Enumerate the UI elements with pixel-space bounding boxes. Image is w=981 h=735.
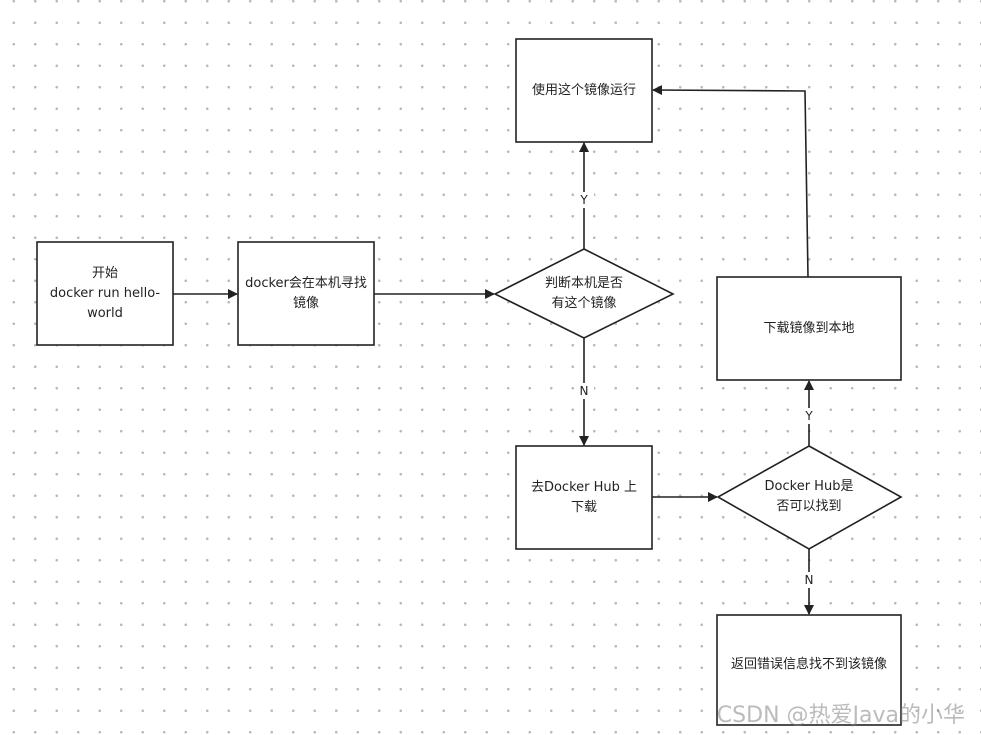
label-check-hub: Docker Hub是否可以找到 xyxy=(764,479,854,514)
label-run-image: 使用这个镜像运行 xyxy=(531,82,636,98)
node-search-local[interactable] xyxy=(237,241,375,346)
node-return-error[interactable] xyxy=(716,614,902,726)
label-pull-hub: 去Docker Hub 上下载 xyxy=(530,479,638,515)
node-download-local[interactable] xyxy=(716,276,902,381)
label-check-local: 判断本机是否有这个镜像 xyxy=(544,276,623,311)
edge-label-check-hub-yes: Y xyxy=(799,408,819,424)
edge-label-check-local-no: N xyxy=(574,383,594,399)
edge-download-to-run[interactable] xyxy=(652,85,809,278)
label-search-local: docker会在本机寻找镜像 xyxy=(245,275,367,311)
edge-label-check-hub-no: N xyxy=(799,572,819,588)
label-return-error: 返回错误信息找不到该镜像 xyxy=(730,657,887,672)
node-run-image[interactable] xyxy=(515,38,653,143)
edge-label-check-local-yes: Y xyxy=(574,192,594,208)
node-pull-hub[interactable] xyxy=(515,445,653,550)
node-start[interactable] xyxy=(36,241,174,346)
watermark: CSDN @热爱Java的小华 xyxy=(716,703,965,728)
label-download-local: 下载镜像到本地 xyxy=(763,320,855,336)
